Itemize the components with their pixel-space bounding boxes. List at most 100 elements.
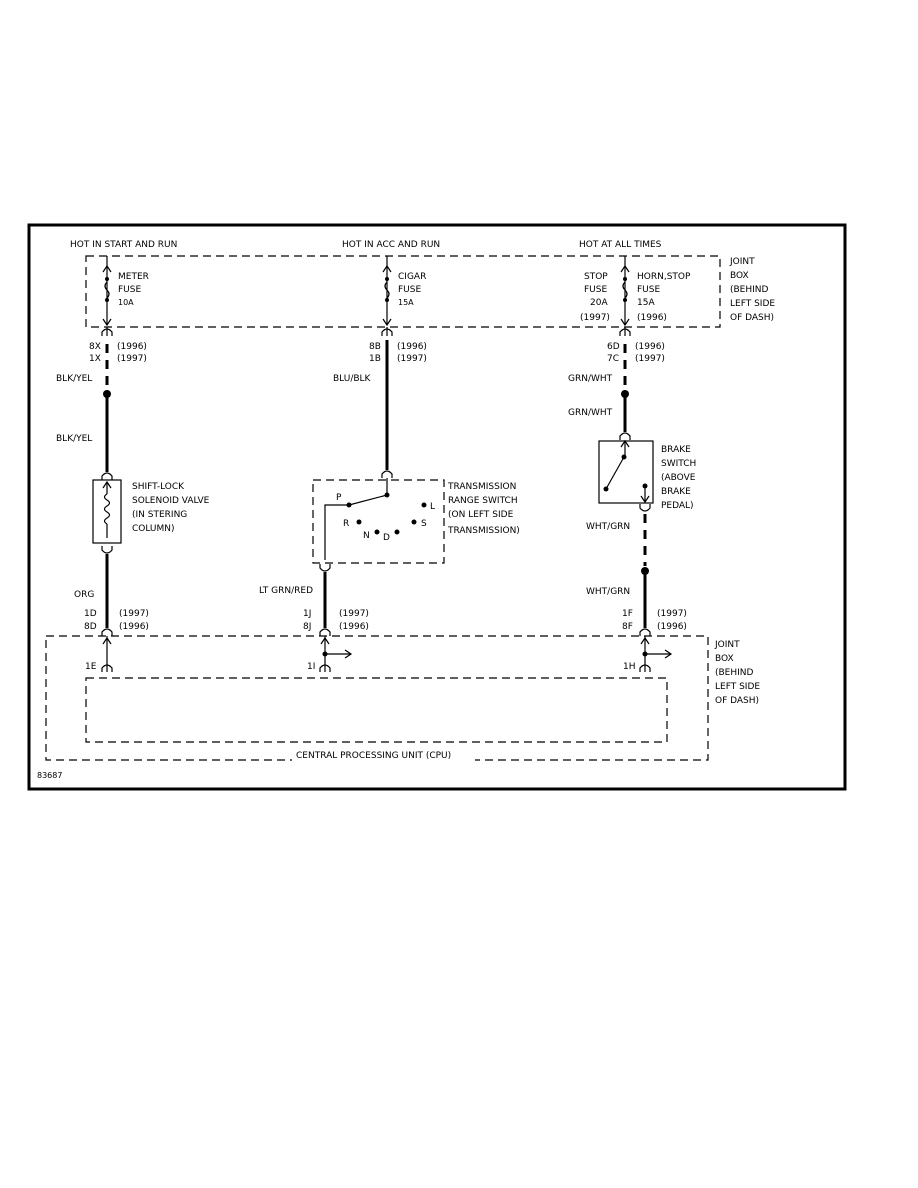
svg-text:20A: 20A: [590, 298, 608, 308]
wire-org-label: ORG: [74, 590, 94, 600]
conn-8f: 8F: [622, 622, 633, 632]
conn-1b-year: (1997): [397, 354, 427, 364]
svg-text:(1997): (1997): [580, 313, 610, 323]
wire-grn-wht-label-1: GRN/WHT: [568, 374, 613, 384]
svg-text:(IN STERING: (IN STERING: [132, 510, 187, 520]
conn-1b: 1B: [369, 354, 381, 364]
conn-8b: 8B: [369, 342, 381, 352]
horn-stop-fuse: [620, 256, 630, 327]
cpu-pin-1i: [319, 636, 353, 672]
cigar-fuse-label: CIGAR: [398, 272, 426, 282]
svg-text:TRANSMISSION): TRANSMISSION): [447, 526, 520, 536]
svg-text:COLUMN): COLUMN): [132, 524, 175, 534]
svg-text:RANGE SWITCH: RANGE SWITCH: [448, 496, 518, 506]
svg-text:FUSE: FUSE: [637, 285, 660, 295]
transmission-range-label: TRANSMISSION RANGE SWITCH (ON LEFT SIDE …: [447, 482, 520, 536]
conn-8f-year: (1996): [657, 622, 687, 632]
brake-switch-label: BRAKE SWITCH (ABOVE BRAKE PEDAL): [661, 445, 696, 511]
conn-7c-year: (1997): [635, 354, 665, 364]
cigar-fuse-label-2: FUSE: [398, 285, 421, 295]
cpu-box: [85, 677, 668, 743]
cigar-fuse: [382, 256, 392, 327]
svg-text:FUSE: FUSE: [584, 285, 607, 295]
cpu-pin-1h: [639, 636, 673, 672]
horn-stop-fuse-label: HORN,STOP FUSE 15A (1996): [637, 272, 691, 323]
svg-text:HORN,STOP: HORN,STOP: [637, 272, 691, 282]
conn-6d: 6D: [607, 342, 620, 352]
conn-8j: 8J: [303, 622, 311, 632]
svg-text:BOX: BOX: [730, 271, 749, 281]
top-joint-box: [85, 255, 721, 328]
meter-fuse-label: METER: [118, 272, 149, 282]
cpu-pin-1e: [101, 636, 113, 672]
conn-1d-year: (1997): [119, 609, 149, 619]
stop-fuse-label: STOP FUSE 20A (1997): [580, 272, 610, 323]
gear-s: S: [421, 519, 427, 529]
meter-fuse-rating: 10A: [118, 298, 134, 307]
svg-text:(BEHIND: (BEHIND: [715, 668, 754, 678]
cpu-pin-1e-label: 1E: [85, 662, 97, 672]
conn-8j-year: (1996): [339, 622, 369, 632]
svg-text:(BEHIND: (BEHIND: [730, 285, 769, 295]
conn-1f-year: (1997): [657, 609, 687, 619]
svg-text:TRANSMISSION: TRANSMISSION: [447, 482, 516, 492]
conn-1j-year: (1997): [339, 609, 369, 619]
conn-1f: 1F: [622, 609, 633, 619]
gear-n: N: [363, 531, 370, 541]
svg-text:OF DASH): OF DASH): [730, 313, 774, 323]
brake-switch: [598, 439, 654, 504]
bottom-joint-box-label: JOINT BOX (BEHIND LEFT SIDE OF DASH): [714, 640, 760, 706]
figure-id: 83687: [37, 771, 62, 780]
wire-wht-grn-label-1: WHT/GRN: [586, 522, 630, 532]
conn-7c: 7C: [607, 354, 619, 364]
wire-blk-yel-label-2: BLK/YEL: [56, 434, 92, 444]
svg-text:(1996): (1996): [637, 313, 667, 323]
svg-text:PEDAL): PEDAL): [661, 501, 694, 511]
conn-6d-year: (1996): [635, 342, 665, 352]
svg-text:LEFT SIDE: LEFT SIDE: [715, 682, 760, 692]
shift-lock-label: SHIFT-LOCK SOLENOID VALVE (IN STERING CO…: [132, 482, 210, 534]
conn-1x-year: (1997): [117, 354, 147, 364]
svg-text:SOLENOID VALVE: SOLENOID VALVE: [132, 496, 210, 506]
svg-text:STOP: STOP: [584, 272, 608, 282]
wire-wht-grn-label-2: WHT/GRN: [586, 587, 630, 597]
wire-blu-blk-label: BLU/BLK: [333, 374, 372, 384]
conn-8x: 8X: [89, 342, 101, 352]
hot-acc-run-label: HOT IN ACC AND RUN: [342, 240, 440, 250]
svg-text:LEFT SIDE: LEFT SIDE: [730, 299, 775, 309]
conn-8d-year: (1996): [119, 622, 149, 632]
top-joint-box-label: JOINT BOX (BEHIND LEFT SIDE OF DASH): [729, 257, 775, 323]
diagram-border: [27, 223, 847, 791]
cpu-label: CENTRAL PROCESSING UNIT (CPU): [296, 751, 451, 761]
conn-8d: 8D: [84, 622, 97, 632]
hot-all-times-label: HOT AT ALL TIMES: [579, 240, 662, 250]
svg-text:JOINT: JOINT: [714, 640, 740, 650]
conn-1j: 1J: [303, 609, 311, 619]
conn-1d: 1D: [84, 609, 97, 619]
meter-fuse: [102, 256, 112, 327]
svg-text:SWITCH: SWITCH: [661, 459, 696, 469]
transmission-range-switch: P R N D S L: [312, 478, 445, 564]
svg-text:BOX: BOX: [715, 654, 734, 664]
gear-p: P: [336, 493, 342, 503]
shift-lock-solenoid: [92, 479, 122, 544]
svg-text:BRAKE: BRAKE: [661, 487, 691, 497]
bottom-joint-box: [45, 635, 709, 761]
svg-text:SHIFT-LOCK: SHIFT-LOCK: [132, 482, 185, 492]
cigar-fuse-rating: 15A: [398, 298, 414, 307]
gear-l: L: [430, 502, 435, 512]
gear-d: D: [383, 533, 390, 543]
conn-8b-year: (1996): [397, 342, 427, 352]
cpu-pin-1h-label: 1H: [623, 662, 636, 672]
svg-text:(ABOVE: (ABOVE: [661, 473, 696, 483]
conn-1x: 1X: [89, 354, 101, 364]
meter-fuse-label-2: FUSE: [118, 285, 141, 295]
svg-text:JOINT: JOINT: [729, 257, 755, 267]
svg-text:OF DASH): OF DASH): [715, 696, 759, 706]
svg-text:15A: 15A: [637, 298, 655, 308]
svg-text:(ON LEFT SIDE: (ON LEFT SIDE: [448, 510, 514, 520]
wire-lt-grn-red-label: LT GRN/RED: [259, 586, 313, 596]
cpu-pin-1i-label: 1I: [307, 662, 315, 672]
conn-8x-year: (1996): [117, 342, 147, 352]
